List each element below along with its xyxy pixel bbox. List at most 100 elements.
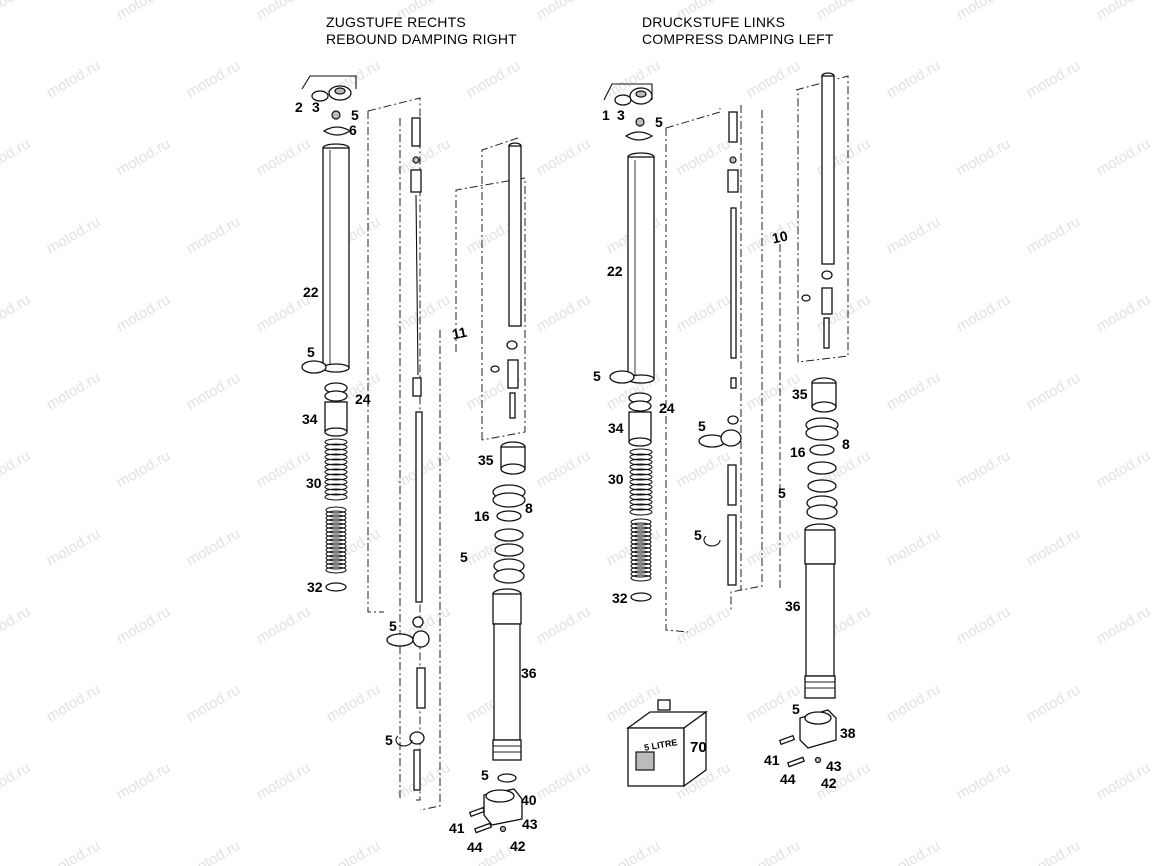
watermark-text: motod.ru (464, 57, 524, 101)
spring-coil (630, 570, 652, 578)
callout-6: 6 (349, 122, 357, 138)
right-box-damper (665, 128, 689, 633)
watermark-text: motod.ru (954, 135, 1014, 179)
right-spring-30 (629, 448, 653, 582)
watermark-text: motod.ru (954, 603, 1014, 647)
callout-r5-clip: 5 (694, 527, 702, 543)
spring-coil (630, 534, 652, 542)
left-cartridge-tube (490, 142, 522, 419)
spring-coil (630, 574, 652, 582)
watermark-text: motod.ru (184, 57, 244, 101)
spring-coil (630, 566, 652, 574)
watermark-text: motod.ru (1024, 525, 1084, 569)
spring-coil (630, 550, 652, 558)
spring-coil (629, 503, 653, 511)
spring-coil (324, 438, 348, 446)
left-damper-rod (386, 117, 430, 791)
watermark-text: motod.ru (114, 291, 174, 335)
watermark-text: motod.ru (254, 0, 314, 23)
right-damper-rod (698, 111, 742, 586)
watermark-text: motod.ru (44, 213, 104, 257)
callout-35: 35 (478, 452, 494, 468)
watermark-text: motod.ru (954, 447, 1014, 491)
watermark-text: motod.ru (114, 447, 174, 491)
spring-coil (325, 538, 347, 546)
watermark-text: motod.ru (1024, 213, 1084, 257)
spring-coil (325, 542, 347, 550)
right-cap-group (603, 83, 654, 141)
callout-11: 11 (450, 323, 469, 343)
watermark-text: motod.ru (394, 759, 454, 803)
watermark-text: motod.ru (884, 525, 944, 569)
spring-coil (324, 488, 348, 496)
spring-coil (629, 493, 653, 501)
watermark-text: motod.ru (674, 291, 734, 335)
watermark-text: motod.ru (44, 681, 104, 725)
spring-coil (325, 518, 347, 526)
spring-coil (630, 522, 652, 530)
callout-34: 34 (302, 411, 318, 427)
spring-coil (325, 534, 347, 542)
callout-44: 44 (467, 839, 483, 855)
watermark-text: motod.ru (1094, 759, 1154, 803)
right-title-de: DRUCKSTUFE LINKS (642, 14, 786, 30)
watermark-text: motod.ru (534, 135, 594, 179)
spring-coil (325, 546, 347, 554)
spring-coil (324, 458, 348, 466)
left-spring-30 (324, 438, 348, 574)
spring-coil (324, 443, 348, 451)
spring-coil (325, 566, 347, 574)
watermark-text: motod.ru (44, 57, 104, 101)
callout-22: 22 (303, 284, 319, 300)
callout-r5-bushing: 5 (593, 368, 601, 384)
spring-coil (630, 546, 652, 554)
left-title-de: ZUGSTUFE RECHTS (326, 14, 466, 30)
callout-r22: 22 (607, 263, 623, 279)
watermark-text: motod.ru (0, 291, 33, 335)
watermark-text: motod.ru (0, 135, 33, 179)
left-cap-group (301, 75, 357, 136)
left-cap-bracket (301, 75, 357, 90)
left-seal-stack (492, 441, 526, 584)
spring-coil (629, 478, 653, 486)
callout-41: 41 (449, 820, 465, 836)
callout-r38: 38 (840, 725, 856, 741)
watermark-text: motod.ru (884, 681, 944, 725)
watermark-text: motod.ru (324, 837, 384, 866)
spring-coil (630, 518, 652, 526)
left-title-en: REBOUND DAMPING RIGHT (326, 31, 517, 47)
spring-coil (324, 448, 348, 456)
watermark-text: motod.ru (254, 603, 314, 647)
watermark-text: motod.ru (0, 759, 33, 803)
watermark-text: motod.ru (744, 837, 804, 866)
watermark-text: motod.ru (1024, 369, 1084, 413)
watermark-text: motod.ru (1094, 291, 1154, 335)
watermark-text: motod.ru (1094, 135, 1154, 179)
callout-r3: 3 (617, 107, 625, 123)
spring-coil (629, 508, 653, 516)
oil-canister-70 (626, 699, 708, 788)
spring-coil (324, 468, 348, 476)
callout-r10: 10 (770, 227, 790, 247)
spring-coil (629, 448, 653, 456)
watermark-text: motod.ru (674, 603, 734, 647)
callout-r43: 43 (826, 758, 842, 774)
callout-43: 43 (522, 816, 538, 832)
watermark-text: motod.ru (44, 369, 104, 413)
callout-r16: 16 (790, 444, 806, 460)
watermark-text: motod.ru (954, 0, 1014, 23)
spring-coil (325, 558, 347, 566)
callout-r1: 1 (602, 107, 610, 123)
spring-coil (630, 526, 652, 534)
left-bushing-5d (386, 633, 414, 647)
watermark-text: motod.ru (114, 603, 174, 647)
watermark-text: motod.ru (1094, 603, 1154, 647)
watermark-text: motod.ru (1024, 57, 1084, 101)
spring-coil (324, 453, 348, 461)
callout-8: 8 (525, 500, 533, 516)
watermark-text: motod.ru (394, 135, 454, 179)
spring-coil (324, 473, 348, 481)
left-inner-tube (468, 588, 523, 834)
